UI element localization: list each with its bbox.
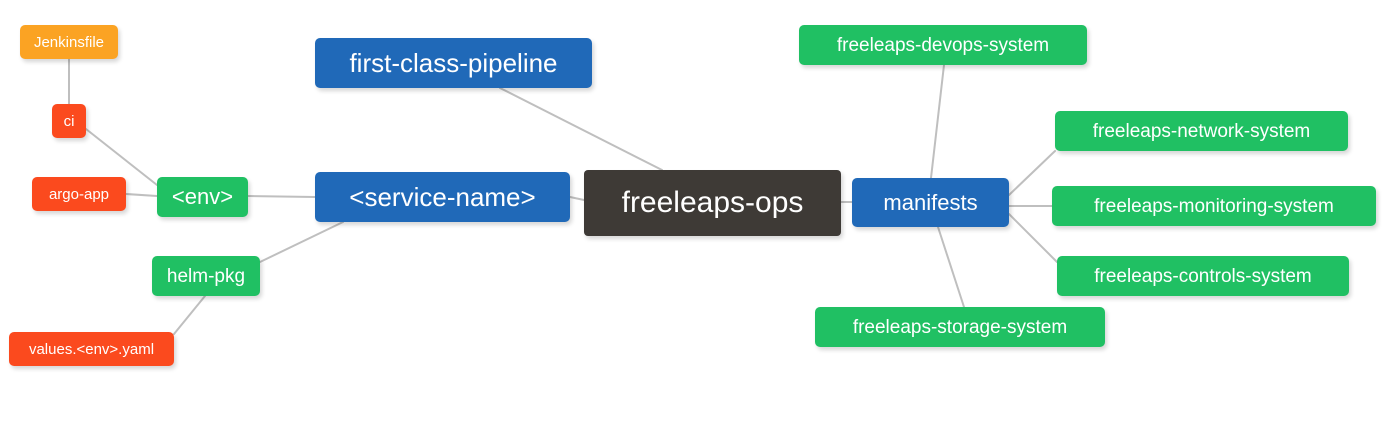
node-first-class-pipeline[interactable]: first-class-pipeline (315, 38, 592, 88)
node-jenkinsfile[interactable]: Jenkinsfile (20, 25, 118, 59)
edge-helmpkg-servicename (259, 221, 344, 263)
node-service-name[interactable]: <service-name> (315, 172, 570, 222)
node-label: helm-pkg (166, 265, 246, 287)
edge-argoapp-env (125, 193, 158, 197)
node-ci[interactable]: ci (52, 104, 86, 138)
node-freeleaps-monitoring-system[interactable]: freeleaps-monitoring-system (1052, 186, 1376, 226)
node-label: freeleaps-network-system (1092, 120, 1311, 142)
node-argo-app[interactable]: argo-app (32, 177, 126, 211)
node-label: manifests (883, 189, 978, 215)
node-label: argo-app (48, 185, 110, 203)
edge-env-servicename (247, 195, 316, 198)
node-freeleaps-controls-system[interactable]: freeleaps-controls-system (1057, 256, 1349, 296)
node-env[interactable]: <env> (157, 177, 248, 217)
node-label: freeleaps-monitoring-system (1094, 195, 1334, 217)
edge-values-helmpkg (173, 295, 206, 335)
node-values-yaml[interactable]: values.<env>.yaml (9, 332, 174, 366)
edge-manifests-devops (930, 64, 945, 179)
edge-servicename-ops (569, 196, 585, 201)
node-label: Jenkinsfile (33, 33, 105, 51)
node-freeleaps-storage-system[interactable]: freeleaps-storage-system (815, 307, 1105, 347)
node-helm-pkg[interactable]: helm-pkg (152, 256, 260, 296)
node-freeleaps-network-system[interactable]: freeleaps-network-system (1055, 111, 1348, 151)
node-label: values.<env>.yaml (28, 340, 155, 358)
node-label: freeleaps-controls-system (1094, 265, 1312, 287)
edge-manifests-storage (937, 226, 965, 308)
edge-manifests-controls (1008, 213, 1058, 263)
edge-manifests-network (1008, 150, 1056, 196)
edge-firstclass-ops (499, 87, 663, 171)
node-label: first-class-pipeline (349, 48, 558, 78)
node-label: freeleaps-storage-system (852, 316, 1068, 338)
node-manifests[interactable]: manifests (852, 178, 1009, 227)
node-label: <env> (171, 184, 234, 209)
node-label: freeleaps-devops-system (836, 34, 1050, 56)
node-freeleaps-devops-system[interactable]: freeleaps-devops-system (799, 25, 1087, 65)
node-label: freeleaps-ops (621, 186, 804, 219)
node-label: ci (63, 112, 75, 130)
node-freeleaps-ops[interactable]: freeleaps-ops (584, 170, 841, 236)
node-label: <service-name> (349, 182, 536, 212)
